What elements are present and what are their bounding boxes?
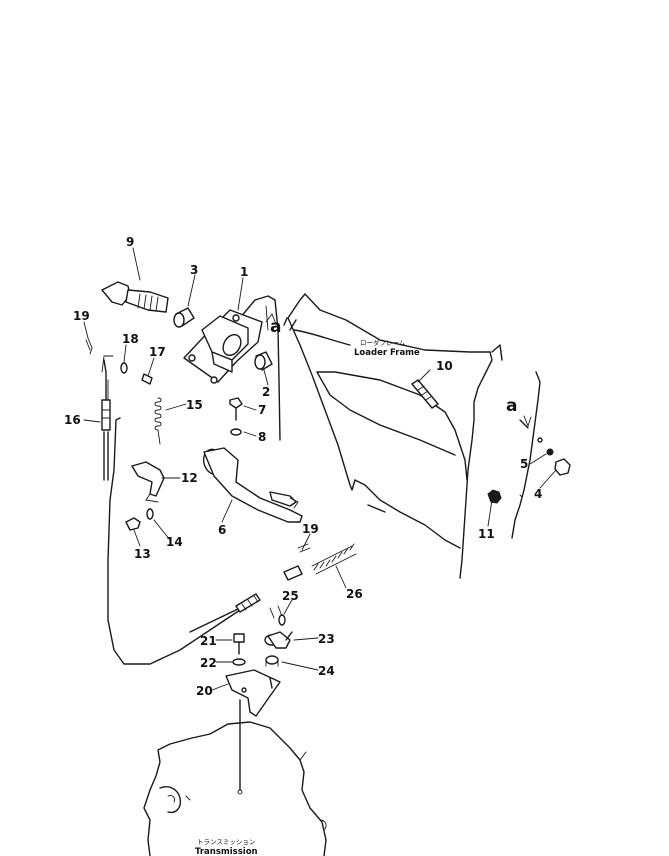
callout-3: 3 (190, 263, 198, 277)
part-23-lever (264, 631, 293, 649)
part-2-bushing (254, 351, 273, 371)
callout-16: 16 (64, 413, 81, 427)
callout-4: 4 (534, 487, 542, 501)
callout-8: 8 (258, 430, 266, 444)
part-3-bushing (173, 307, 195, 328)
loader-frame-label: Loader Frame (354, 348, 420, 358)
callout-20: 20 (196, 684, 213, 698)
callout-21: 21 (200, 634, 217, 648)
callout-15: 15 (186, 398, 203, 412)
callout-24: 24 (318, 664, 335, 678)
callout-5: 5 (520, 457, 528, 471)
transmission-label: Transmission (195, 847, 258, 856)
callout-14: 14 (166, 535, 183, 549)
callout-25: 25 (282, 589, 299, 603)
leader-lines (83, 247, 557, 691)
loader-frame-jp-label: ローダフレーム (360, 338, 406, 347)
callout-1: 1 (240, 265, 248, 279)
part-13-bolt (125, 517, 141, 531)
transmission-jp-label: トランスミッション (197, 838, 255, 846)
loader-frame (287, 293, 503, 579)
callout-9: 9 (126, 235, 134, 249)
view-a-left (239, 295, 297, 441)
part-12-bracket (131, 461, 165, 503)
callout-11: 11 (478, 527, 495, 541)
part-7-bolt (229, 397, 243, 421)
callout-10: 10 (436, 359, 453, 373)
part-8-washer (230, 428, 242, 436)
part-6-lever (202, 447, 303, 523)
part-19-cotter-pin (85, 337, 93, 355)
callout-17: 17 (149, 345, 166, 359)
part-25-link (269, 565, 303, 626)
part-17-pin (141, 373, 153, 385)
callout-19-top: 19 (73, 309, 90, 323)
callout-18: 18 (122, 332, 139, 346)
part-18-pin (120, 362, 128, 374)
part-26-spring (297, 543, 357, 575)
transmission (143, 699, 327, 856)
callout-6: 6 (218, 523, 226, 537)
view-a-right (511, 371, 571, 539)
part-24-bushing (265, 655, 279, 667)
part-14-washer (146, 508, 154, 520)
callout-13: 13 (134, 547, 151, 561)
callout-22: 22 (200, 656, 217, 670)
callout-2: 2 (262, 385, 270, 399)
part-15-spring (154, 397, 162, 445)
part-22-washer (232, 658, 246, 666)
cable-end-fitting (189, 593, 261, 633)
callout-23: 23 (318, 632, 335, 646)
part-16-cable (101, 355, 241, 665)
part-20-bracket (225, 669, 281, 717)
part-21-bolt (233, 633, 245, 655)
callout-7: 7 (258, 403, 266, 417)
part-1-bracket (183, 309, 263, 384)
callout-26: 26 (346, 587, 363, 601)
part-9-clevis (101, 281, 169, 313)
view-a-left-label: a (270, 317, 281, 337)
view-a-right-label: a (506, 396, 517, 416)
callout-12: 12 (181, 471, 198, 485)
callout-19-bottom: 19 (302, 522, 319, 536)
